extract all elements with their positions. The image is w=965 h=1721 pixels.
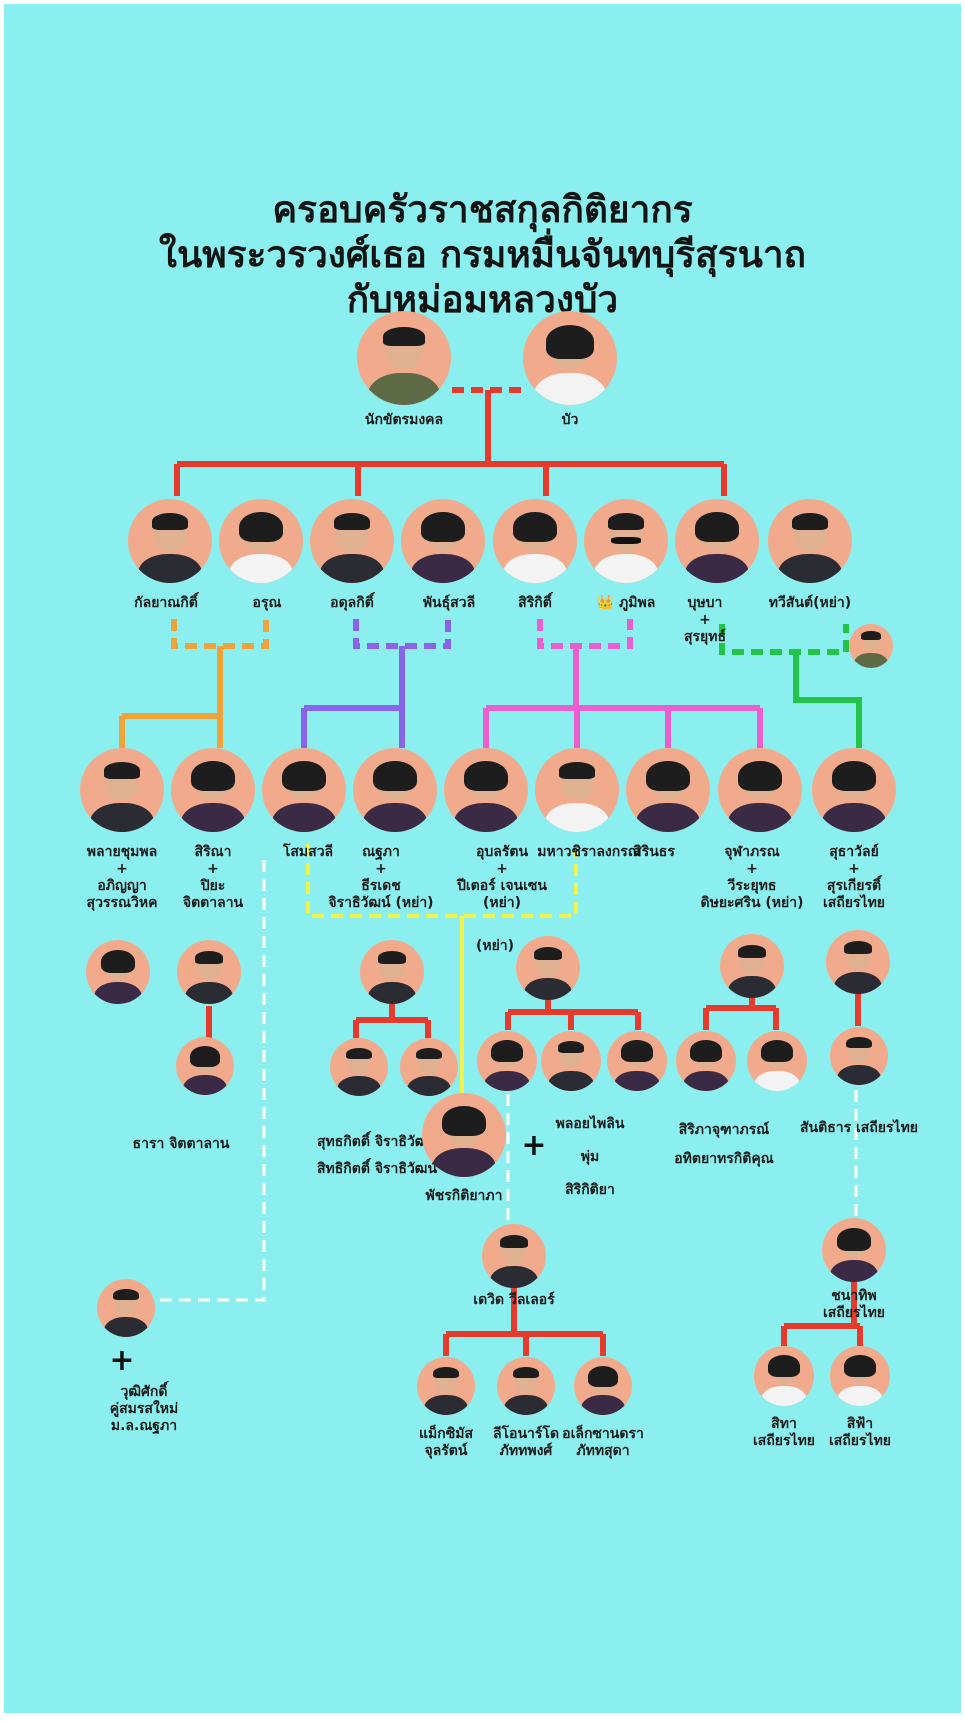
plus-sign: + bbox=[109, 1343, 135, 1378]
connector-lines bbox=[119, 387, 863, 1356]
portrait-photo bbox=[718, 748, 802, 832]
person-name: สันติธาร เสถียรไทย bbox=[799, 1120, 919, 1136]
portrait-photo bbox=[822, 1218, 886, 1282]
portrait-photo bbox=[754, 1346, 814, 1406]
person-name: ธารา จิตตาลาน bbox=[132, 1136, 230, 1152]
portrait-photo bbox=[830, 1346, 890, 1406]
person-name: จุฬาภรณ + วีระยุทธ ดิษยะศริน (หย่า) bbox=[700, 844, 804, 911]
family-tree-canvas: ครอบครัวราชสกุลกิติยากร ในพระวรวงศ์เธอ ก… bbox=[4, 4, 961, 1713]
portrait-photo bbox=[541, 1031, 601, 1091]
ubol-children-names: พลอยไพลิน พุ่ม สิริกิติยา bbox=[555, 1116, 625, 1198]
portrait-photo bbox=[128, 499, 212, 583]
portrait-photo bbox=[97, 1279, 155, 1337]
person-name: สิรินธร bbox=[633, 844, 675, 860]
portrait-photo bbox=[477, 1031, 537, 1091]
person-name: สิริกิติ์ bbox=[518, 595, 552, 611]
portrait-photo bbox=[747, 1031, 807, 1091]
wutthisak-names: วุฒิศักดิ์ คู่สมรสใหม่ ม.ล.ณฐภา bbox=[109, 1384, 179, 1434]
descent-line-green bbox=[793, 652, 862, 748]
portrait-photo bbox=[171, 748, 255, 832]
person-name: ทวีสันต์(หย่า) bbox=[768, 595, 852, 611]
portrait-photo bbox=[574, 1357, 632, 1415]
portrait-photo bbox=[360, 940, 424, 1004]
person-name: อรุณ bbox=[252, 595, 282, 611]
divorce-label: (หย่า) bbox=[475, 938, 515, 954]
portrait-photo bbox=[849, 624, 893, 668]
marriage-line-orange bbox=[171, 619, 269, 649]
title-line-1: ครอบครัวราชสกุลกิติยากร bbox=[272, 188, 693, 231]
portrait-photo bbox=[177, 940, 241, 1004]
portrait-photo bbox=[768, 499, 852, 583]
portrait-photo bbox=[497, 1357, 555, 1415]
person-name: พันธุ์สวลี bbox=[422, 595, 476, 611]
portrait-photo bbox=[812, 748, 896, 832]
portrait-photo bbox=[401, 499, 485, 583]
portrait-photo bbox=[626, 748, 710, 832]
plus-sign: + bbox=[521, 1128, 547, 1163]
person-name: อเล็กซานดรา ภัททสุดา bbox=[562, 1426, 644, 1459]
portrait-photo bbox=[357, 311, 451, 405]
person-name: เดวิด วีลเลอร์ bbox=[473, 1292, 555, 1308]
person-name: พลายชุมพล + อภิญญา สุวรรณวิหค bbox=[86, 844, 158, 911]
title-line-2: ในพระวรวงศ์เธอ กรมหมื่นจันทบุรีสุรนาถ bbox=[158, 233, 807, 276]
portrait-photo bbox=[584, 499, 668, 583]
portrait-photo bbox=[310, 499, 394, 583]
chula-children-names: สิริภาจุฑาภรณ์ อทิตยาทรกิติคุณ bbox=[674, 1122, 774, 1167]
portrait-photo bbox=[675, 499, 759, 583]
portrait-photo bbox=[607, 1031, 667, 1091]
marriage-line-green bbox=[719, 624, 849, 655]
portrait-photo bbox=[830, 1027, 888, 1085]
person-name: สิฟ้า เสถียรไทย bbox=[828, 1416, 892, 1449]
person-name: บัว bbox=[561, 412, 579, 428]
portrait-photo bbox=[676, 1031, 736, 1091]
person-name: ชนาทิพ เสถียรไทย bbox=[822, 1288, 886, 1321]
person-name: โสมสวลี bbox=[282, 844, 334, 860]
person-name: 👑 ภูมิพล bbox=[596, 595, 656, 611]
portrait-photo bbox=[353, 748, 437, 832]
portrait-photo bbox=[535, 748, 619, 832]
portrait-photo bbox=[400, 1038, 458, 1096]
person-name: บุษบา + สุรยุทธ์ bbox=[683, 595, 727, 645]
portrait-photo bbox=[516, 936, 580, 1000]
portrait-photo bbox=[720, 934, 784, 998]
portrait-photo bbox=[262, 748, 346, 832]
portrait-photo bbox=[80, 748, 164, 832]
person-name: พัชรกิติยาภา bbox=[425, 1188, 503, 1204]
portrait-photo bbox=[219, 499, 303, 583]
person-name: สิริณา + ปิยะ จิตตาลาน bbox=[182, 844, 244, 911]
portrait-photo bbox=[444, 748, 528, 832]
person-name: สิทา เสถียรไทย bbox=[752, 1416, 816, 1449]
portrait-photo bbox=[86, 940, 150, 1004]
remarriage-line-somsawali bbox=[156, 860, 266, 1302]
person-name: อดุลกิติ์ bbox=[330, 595, 374, 611]
marriage-line-purple bbox=[353, 619, 451, 649]
title-line-3: กับหม่อมหลวงบัว bbox=[346, 278, 619, 321]
portrait-photo bbox=[482, 1224, 546, 1288]
person-name: นักขัตรมงคล bbox=[364, 412, 444, 428]
suthakit-names: สุทธกิตติ์ จิราธิวัฒน์ สิทธิกิตติ์ จิราธ… bbox=[316, 1134, 438, 1177]
portrait-photo bbox=[176, 1037, 234, 1095]
portrait-photo bbox=[417, 1357, 475, 1415]
person-name: แม็กซิมัส จุลรัตน์ bbox=[418, 1426, 474, 1459]
person-name: ลีโอนาร์โด ภัททพงศ์ bbox=[492, 1426, 560, 1459]
marriage-line-pink bbox=[537, 619, 633, 649]
person-name: อุบลรัตน + ปีเตอร์ เจนเซน (หย่า) bbox=[457, 844, 547, 911]
portrait-photo bbox=[422, 1093, 506, 1177]
portrait-photo bbox=[493, 499, 577, 583]
person-name: กัลยาณกิติ์ bbox=[134, 595, 198, 611]
person-name: มหาวชิราลงกรณ bbox=[537, 844, 641, 860]
portrait-photo bbox=[523, 311, 617, 405]
portrait-photo bbox=[826, 930, 890, 994]
person-name: ณฐภา + ธีรเดช จิราธิวัฒน์ (หย่า) bbox=[328, 844, 434, 911]
person-name: สุธาวัลย์ + สุรเกียรติ์ เสถียรไทย bbox=[822, 844, 886, 911]
portrait-photo bbox=[330, 1038, 388, 1096]
